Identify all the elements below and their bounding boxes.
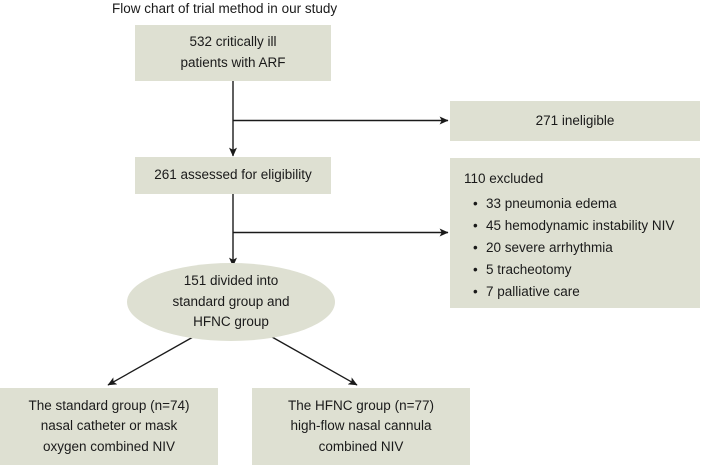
node-enrolled: 532 critically ill patients with ARF (135, 25, 331, 81)
node-standard-group: The standard group (n=74) nasal catheter… (0, 388, 218, 465)
list-item: 45 hemodynamic instability NIV (473, 215, 700, 237)
node-randomized-line-2: standard group and (172, 293, 290, 309)
node-ineligible-line-1: 271 ineligible (535, 112, 615, 128)
node-standard-group-line-2: nasal catheter or mask (40, 418, 178, 434)
node-enrolled-line-1: 532 critically ill (189, 34, 277, 50)
list-item: 5 tracheotomy (473, 259, 700, 281)
edge-randomized-to-standard-group (107, 336, 194, 386)
node-hfnc-group-line-3: combined NIV (318, 438, 404, 454)
node-assessed: 261 assessed for eligibility (135, 157, 331, 194)
page-title: Flow chart of trial method in our study (112, 1, 338, 16)
node-hfnc-group-line-1: The HFNC group (n=77) (288, 397, 434, 413)
node-randomized-line-3: HFNC group (193, 314, 269, 330)
list-item: 33 pneumonia edema (473, 193, 700, 215)
node-excluded: 110 excluded 33 pneumonia edema 45 hemod… (450, 158, 700, 308)
list-item: 20 severe arrhythmia (473, 237, 700, 259)
node-randomized: 151 divided into standard group and HFNC… (127, 263, 335, 341)
list-item: 7 palliative care (473, 281, 700, 303)
node-assessed-line-1: 261 assessed for eligibility (154, 167, 312, 183)
edge-randomized-to-hfnc-group (271, 336, 358, 386)
node-standard-group-line-3: oxygen combined NIV (42, 438, 176, 454)
node-ineligible: 271 ineligible (450, 101, 700, 141)
node-randomized-line-1: 151 divided into (183, 273, 279, 289)
node-enrolled-line-2: patients with ARF (180, 55, 286, 70)
node-hfnc-group-line-2: high-flow nasal cannula (290, 418, 432, 434)
node-hfnc-group: The HFNC group (n=77) high-flow nasal ca… (252, 388, 470, 465)
node-standard-group-line-1: The standard group (n=74) (28, 397, 190, 413)
node-excluded-heading: 110 excluded (464, 171, 544, 186)
node-excluded-list: 33 pneumonia edema 45 hemodynamic instab… (464, 193, 700, 303)
